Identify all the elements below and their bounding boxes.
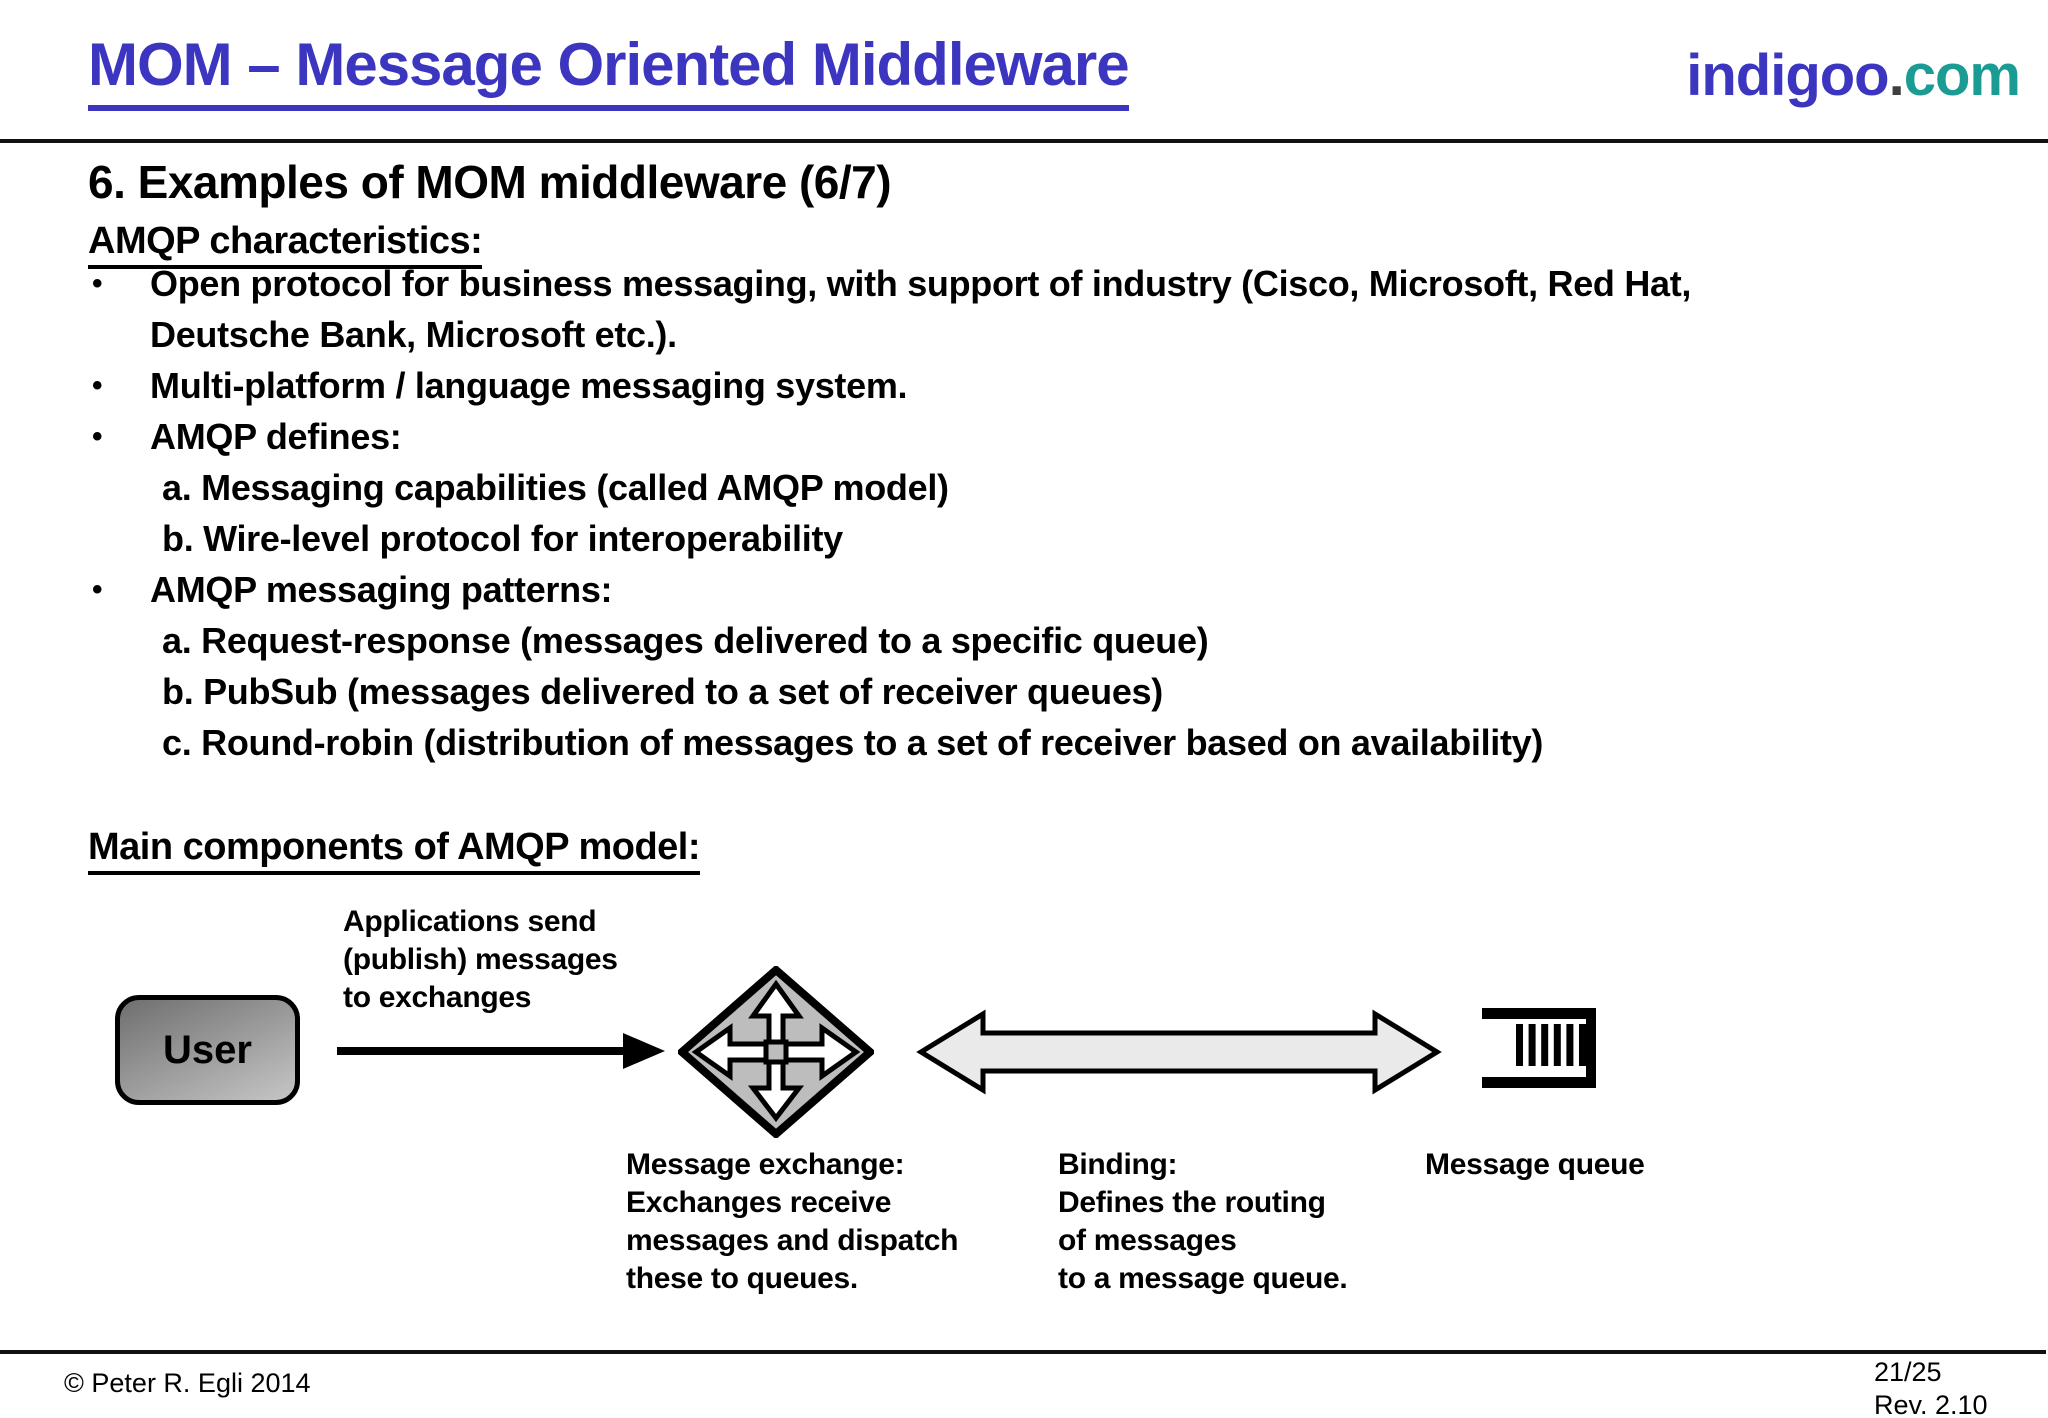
bullet-marker: • xyxy=(92,267,103,300)
bullet-marker: • xyxy=(92,573,103,606)
list-item-text: a. Request-response (messages delivered … xyxy=(162,620,1209,661)
list-item-text: b. PubSub (messages delivered to a set o… xyxy=(162,671,1163,712)
publish-arrow-icon xyxy=(337,1033,665,1069)
section-heading-amqp-characteristics: AMQP characteristics: xyxy=(88,220,483,269)
list-item: • AMQP defines: xyxy=(88,411,1988,462)
section-heading-main-components: Main components of AMQP model: xyxy=(88,826,701,875)
list-item: • Multi-platform / language messaging sys… xyxy=(88,360,1988,411)
page-title: MOM – Message Oriented Middleware xyxy=(88,30,1130,111)
list-item-text: a. Messaging capabilities (called AMQP m… xyxy=(162,467,949,508)
footer-divider xyxy=(0,1350,2046,1354)
list-item-text: AMQP defines: xyxy=(150,416,402,457)
queue-annotation: Message queue xyxy=(1425,1148,1645,1181)
copyright-text: © Peter R. Egli 2014 xyxy=(64,1368,311,1398)
publish-annotation: Applications send (publish) messages to … xyxy=(343,905,618,1014)
list-item-text: Deutsche Bank, Microsoft etc.). xyxy=(150,314,677,355)
page-number: 21/25 xyxy=(1874,1357,1942,1387)
list-item-text: Open protocol for business messaging, wi… xyxy=(150,263,1692,304)
header-divider xyxy=(0,139,2048,143)
brand-logo: indigoo.com xyxy=(1686,42,2021,109)
user-node: User xyxy=(115,995,300,1105)
list-item: • Open protocol for business messaging, w… xyxy=(88,258,1988,309)
list-item: c. Round-robin (distribution of messages… xyxy=(88,717,1988,768)
message-queue-icon xyxy=(1482,1008,1596,1088)
logo-name: indigoo xyxy=(1686,43,1889,108)
bullet-marker: • xyxy=(92,369,103,402)
list-item: b. Wire-level protocol for interoperabil… xyxy=(88,513,1988,564)
list-item: a. Request-response (messages delivered … xyxy=(88,615,1988,666)
list-item-text: AMQP messaging patterns: xyxy=(150,569,613,610)
list-item: a. Messaging capabilities (called AMQP m… xyxy=(88,462,1988,513)
binding-annotation: Binding: Defines the routing of messages… xyxy=(1058,1148,1348,1295)
list-item: Deutsche Bank, Microsoft etc.). xyxy=(88,309,1988,360)
list-item: b. PubSub (messages delivered to a set o… xyxy=(88,666,1988,717)
logo-tld: com xyxy=(1903,43,2021,108)
user-node-label: User xyxy=(163,1027,252,1072)
revision-number: Rev. 2.10 xyxy=(1874,1390,1988,1418)
page-info: 21/25 Rev. 2.10 xyxy=(1874,1356,1988,1418)
binding-arrow-icon xyxy=(916,1009,1442,1095)
list-item-text: c. Round-robin (distribution of messages… xyxy=(162,722,1544,763)
logo-dot: . xyxy=(1888,43,1905,108)
list-item: • AMQP messaging patterns: xyxy=(88,564,1988,615)
exchange-annotation: Message exchange: Exchanges receive mess… xyxy=(626,1148,959,1295)
bullet-marker: • xyxy=(92,420,103,453)
bullet-list: • Open protocol for business messaging, w… xyxy=(88,258,1988,768)
list-item-text: b. Wire-level protocol for interoperabil… xyxy=(162,518,843,559)
message-exchange-icon xyxy=(678,966,874,1138)
list-item-text: Multi-platform / language messaging syst… xyxy=(150,365,908,406)
slide-title: 6. Examples of MOM middleware (6/7) xyxy=(88,156,892,208)
